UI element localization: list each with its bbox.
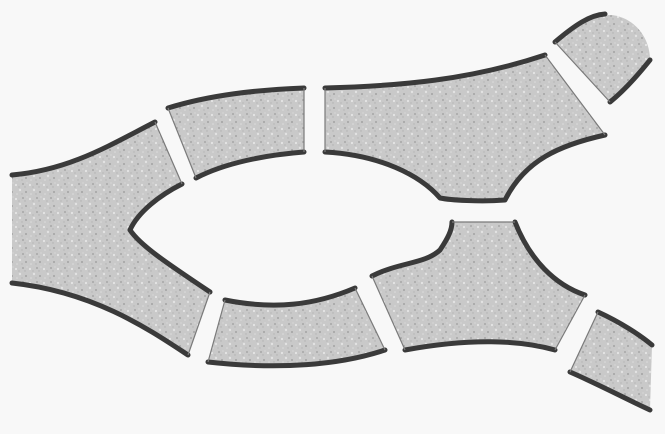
segment-lower-middle bbox=[372, 222, 585, 350]
segment-upper-middle bbox=[325, 55, 605, 201]
segment-left-trunk bbox=[12, 122, 210, 355]
segment-lower-right-small bbox=[570, 312, 652, 410]
segment-lower-left bbox=[208, 288, 385, 366]
segment-upper-left bbox=[168, 88, 304, 178]
